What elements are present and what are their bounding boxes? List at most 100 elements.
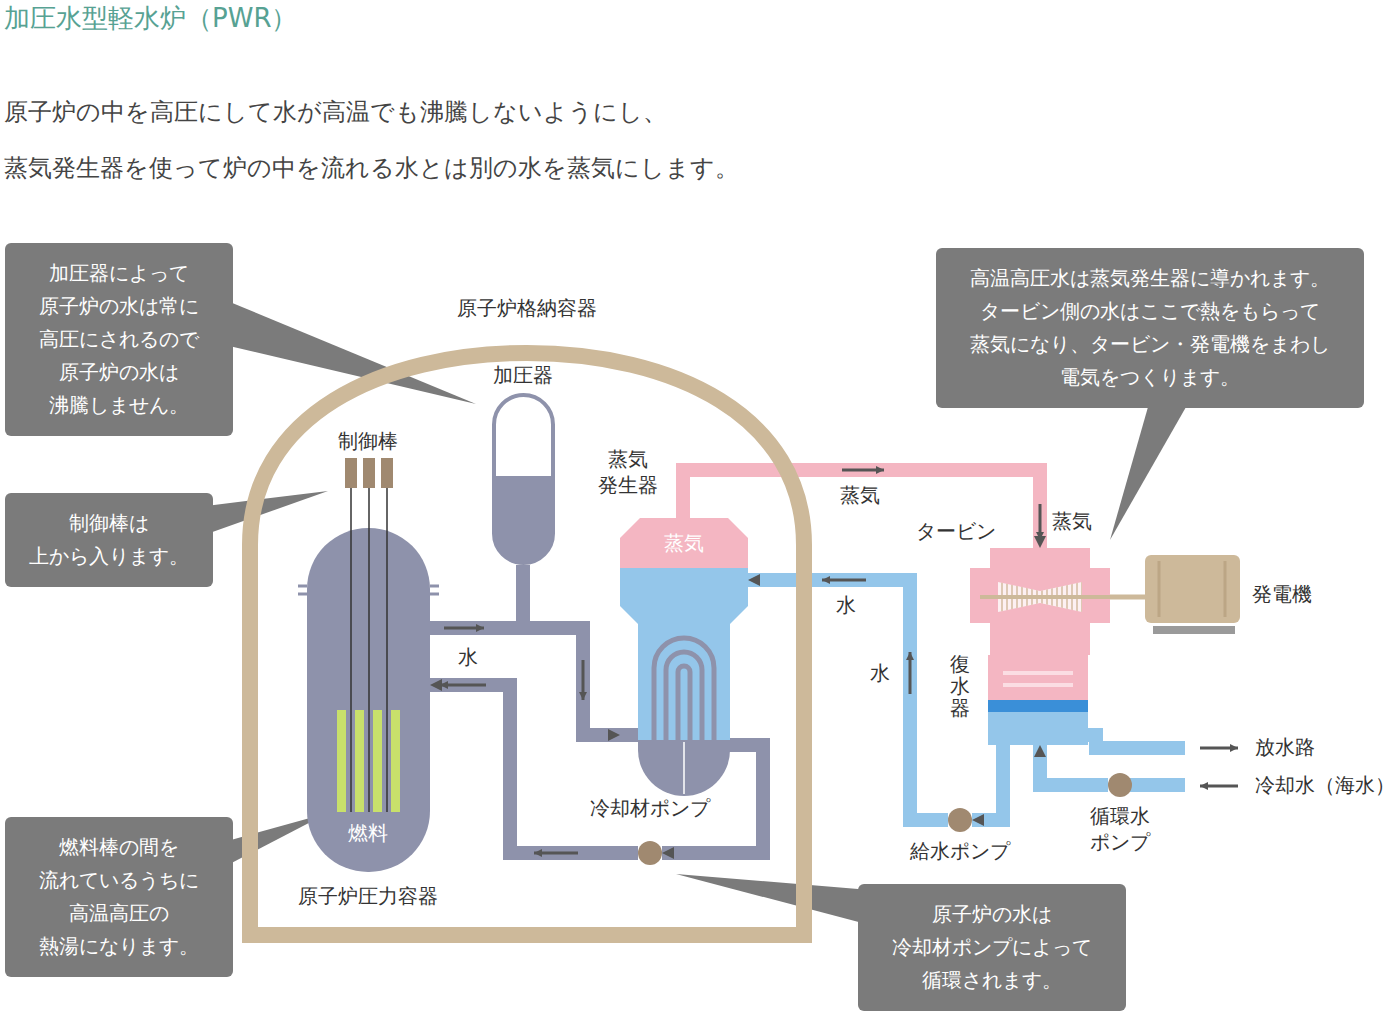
intake-pipe <box>1130 778 1185 792</box>
callout-box: 加圧器によって 原子炉の水は常に 高圧にされるので 原子炉の水は 沸騰しません。 <box>5 243 233 436</box>
u-tube <box>666 652 702 740</box>
pump-symbol: 給水ポンプ <box>948 808 972 832</box>
callout-box: 燃料棒の間を 流れているうちに 高温高圧の 熱湯になります。 <box>5 817 233 977</box>
flow-arrow <box>440 684 486 687</box>
fuel-rod <box>373 710 382 812</box>
callout-pointer <box>1110 400 1190 540</box>
pump-symbol: 循環水 ポンプ <box>1108 773 1132 797</box>
flow-arrow <box>842 469 884 472</box>
callout-box: 制御棒は 上から入ります。 <box>5 493 213 587</box>
part-label: 蒸気 <box>1050 508 1094 534</box>
fuel-rod <box>391 710 400 812</box>
channel-head <box>638 740 730 796</box>
pipe-connector <box>430 685 638 853</box>
node-sublabel: 原子炉圧力容器 <box>298 883 438 909</box>
rod-drive <box>345 458 357 488</box>
part-label: 冷却水（海水） <box>1253 772 1395 798</box>
flow-arrow <box>582 660 585 700</box>
generator: 発電機 <box>1145 555 1240 640</box>
callout-text: 高温高圧水は蒸気発生器に導かれます。 タービン側の水はここで熱をもらって 蒸気に… <box>960 262 1340 394</box>
pressurizer-shell <box>494 395 553 563</box>
node-label: 原子炉格納容器 <box>457 295 597 321</box>
steam-dome <box>620 518 748 568</box>
condenser: 復水器 <box>988 655 1088 745</box>
pipe-connector <box>430 565 523 628</box>
fuel-rod <box>355 710 364 812</box>
u-tube <box>654 638 714 740</box>
divider <box>683 742 685 794</box>
node-label: 給水ポンプ <box>910 838 1010 864</box>
page-title: 加圧水型軽水炉（PWR） <box>2 2 299 36</box>
control-rod-drives <box>345 458 393 488</box>
node-sublabel: 蒸気 <box>664 530 704 556</box>
turbine-outline <box>970 548 1110 655</box>
pipe-label: 蒸気 <box>838 482 882 508</box>
part-label: 水 <box>868 660 892 686</box>
control-rods <box>351 488 387 812</box>
node-label: 蒸気 発生器 <box>596 446 660 498</box>
flow-arrow <box>822 579 866 582</box>
containment-wall <box>250 353 804 935</box>
pipe-connector <box>748 580 948 820</box>
rod-drive <box>363 458 375 488</box>
flow-arrow <box>1200 747 1238 750</box>
node-label: 燃料 <box>348 820 388 846</box>
callout-pointer <box>676 874 870 925</box>
part-label: 水 <box>456 644 480 670</box>
u-tubes <box>654 638 714 740</box>
callout-box: 原子炉の水は 冷却材ポンプによって 循環されます。 <box>858 884 1126 1011</box>
condenser-outline <box>988 655 1088 745</box>
generator-base <box>1153 626 1235 634</box>
node-label: 発電機 <box>1252 581 1312 607</box>
rod-drive <box>381 458 393 488</box>
flow-arrow <box>444 627 484 630</box>
flow-arrow <box>909 652 912 694</box>
part-label: 放水路 <box>1253 734 1317 760</box>
pressurizer-water <box>494 476 553 564</box>
pressure-vessel-outline <box>307 528 430 872</box>
condensate <box>988 700 1088 712</box>
page-caption: 原子炉の中を高圧にして水が高温でも沸騰しないようにし、 蒸気発生器を使って炉の中… <box>2 84 766 196</box>
turbine-casing <box>970 548 1110 655</box>
flow-arrow <box>1039 504 1042 540</box>
u-tube <box>678 666 690 740</box>
control-rod <box>368 488 370 812</box>
reactor-vessel: 燃料原子炉圧力容器 <box>307 528 430 872</box>
discharge-pipe <box>1086 735 1185 748</box>
turbine: タービン <box>970 548 1110 655</box>
flow-arrow <box>1200 785 1238 788</box>
node-label: タービン <box>916 518 996 544</box>
pipe-connector <box>972 745 1003 820</box>
generator-outline <box>1145 555 1240 640</box>
secondary-water <box>620 568 748 740</box>
pressurizer: 加圧器 <box>492 393 555 565</box>
flow-arrows <box>440 470 1238 853</box>
pipe-label: 水 <box>834 592 858 618</box>
node-label: 復水器 <box>950 653 970 719</box>
callout-text: 制御棒は 上から入ります。 <box>29 507 189 573</box>
callout-text: 加圧器によって 原子炉の水は常に 高圧にされるので 原子炉の水は 沸騰しません。 <box>29 257 209 422</box>
part-label: 制御棒 <box>336 428 400 454</box>
control-rod <box>350 488 352 812</box>
fuel-rod <box>337 710 346 812</box>
callout-text: 原子炉の水は 冷却材ポンプによって 循環されます。 <box>882 898 1102 997</box>
generator-rib <box>1159 561 1225 617</box>
node-label: 冷却材ポンプ <box>590 795 710 821</box>
control-rod <box>386 488 388 812</box>
cooling-tube <box>1003 673 1073 685</box>
node-label: 循環水 ポンプ <box>1085 803 1155 855</box>
condenser-steam <box>988 655 1088 700</box>
callout-text: 燃料棒の間を 流れているうちに 高温高圧の 熱湯になります。 <box>29 831 209 963</box>
generator-body <box>1145 555 1240 623</box>
pump-symbol: 冷却材ポンプ <box>638 841 662 865</box>
flow-arrow <box>534 852 578 855</box>
steam-generator-outline <box>620 518 748 808</box>
turbine-shaft <box>980 595 1110 599</box>
hotwell <box>988 712 1088 745</box>
pipe-connector <box>1110 595 1145 600</box>
containment-vessel: 原子炉格納容器加圧器蒸気 発生器蒸気燃料原子炉圧力容器冷却材ポンプ <box>242 345 812 943</box>
callout-box: 高温高圧水は蒸気発生器に導かれます。 タービン側の水はここで熱をもらって 蒸気に… <box>936 248 1364 408</box>
cooling-pipes <box>1086 735 1185 785</box>
steam-generator: 蒸気 発生器蒸気 <box>620 518 748 808</box>
